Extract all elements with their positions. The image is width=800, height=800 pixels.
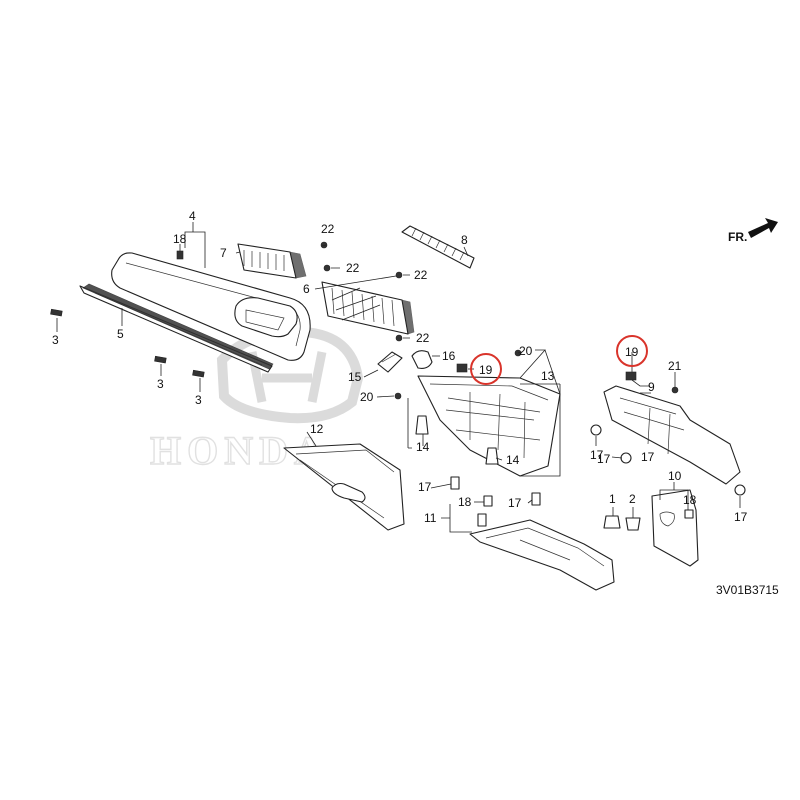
part-16-damper — [411, 350, 433, 369]
label-17-f: 17 — [641, 450, 655, 464]
label-9: 9 — [648, 380, 655, 394]
label-20-a: 20 — [519, 344, 533, 358]
part-17-clips — [450, 424, 746, 527]
part-10-cover — [651, 489, 699, 567]
label-18-right: 18 — [683, 493, 697, 507]
highlight-19-center — [470, 353, 502, 385]
highlight-19-right — [616, 335, 648, 367]
label-17-e: 17 — [734, 510, 748, 524]
part-1-part-2 — [603, 515, 641, 531]
label-5: 5 — [117, 327, 124, 341]
label-22-b: 22 — [346, 261, 360, 275]
part-14-bulbs — [415, 415, 499, 465]
label-12: 12 — [310, 422, 324, 436]
label-6: 6 — [303, 282, 310, 296]
part-12-glove-box — [283, 443, 405, 531]
part-8-grille — [401, 225, 475, 269]
label-3-a: 3 — [52, 333, 59, 347]
part-19-clips — [456, 363, 637, 381]
label-13: 13 — [541, 369, 555, 383]
label-2: 2 — [629, 492, 636, 506]
part-11-bracket — [469, 519, 615, 591]
part-13-frame — [417, 375, 561, 477]
part-3-pins — [50, 308, 205, 378]
label-14-a: 14 — [416, 440, 430, 454]
label-11: 11 — [424, 511, 437, 525]
label-20-b: 20 — [360, 390, 374, 404]
label-8: 8 — [461, 233, 468, 247]
part-6-vent — [321, 281, 415, 335]
label-4: 4 — [189, 209, 196, 223]
part-4-upper-trim — [111, 252, 311, 361]
part-7-vent — [237, 243, 307, 279]
highlight-circles — [470, 335, 648, 385]
label-19-center: 19 — [479, 363, 493, 377]
label-16: 16 — [442, 349, 456, 363]
label-17-c: 17 — [590, 448, 604, 462]
label-17-a: 17 — [418, 480, 432, 494]
front-indicator-label: FR. — [728, 230, 747, 244]
part-9-side-trim — [603, 385, 741, 485]
label-15: 15 — [348, 370, 362, 384]
label-14-b: 14 — [506, 453, 520, 467]
part-15-latch — [377, 351, 403, 373]
front-direction-indicator: FR. — [728, 218, 778, 244]
label-1: 1 — [609, 492, 616, 506]
label-19-right: 19 — [625, 345, 639, 359]
label-17-b: 17 — [508, 496, 522, 510]
label-17-d: 17 — [597, 452, 611, 466]
label-21: 21 — [668, 359, 682, 373]
part-5-trim-strip — [79, 283, 274, 373]
diagram-code: 3V01B3715 — [716, 583, 779, 597]
label-10: 10 — [668, 469, 682, 483]
label-3-b: 3 — [157, 377, 164, 391]
label-18-top: 18 — [173, 232, 187, 246]
label-7: 7 — [220, 246, 227, 260]
part-labels: 4 18 22 7 22 8 22 6 22 5 3 3 3 20 16 19 … — [52, 209, 779, 597]
label-22-c: 22 — [414, 268, 428, 282]
label-22-d: 22 — [416, 331, 430, 345]
label-18-mid: 18 — [458, 495, 472, 509]
part-21-screw — [671, 386, 679, 394]
label-3-c: 3 — [195, 393, 202, 407]
leader-lines — [56, 222, 741, 533]
label-22-a: 22 — [321, 222, 335, 236]
part-22-screws — [320, 241, 403, 342]
front-arrow-icon — [748, 218, 778, 238]
